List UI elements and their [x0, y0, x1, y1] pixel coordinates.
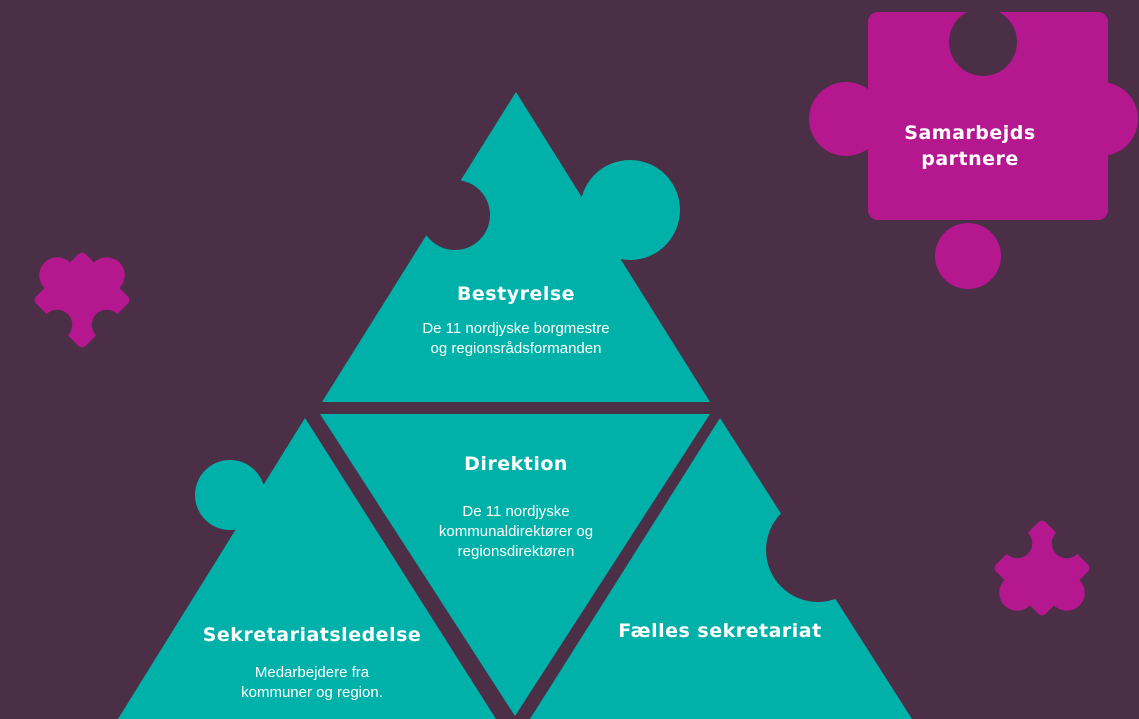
partner-line-1: Samarbejds [904, 122, 1036, 144]
direktion-description: De 11 nordjyske kommunaldirektører og re… [391, 502, 641, 562]
partner-puzzle-piece [809, 8, 1138, 289]
bestyrelse-line-2: og regionsrådsformanden [430, 340, 602, 357]
direktion-line-2: kommunaldirektører og [438, 523, 594, 540]
direktion-title: Direktion [464, 453, 568, 475]
sekretariatsledelse-line-1: Medarbejdere fra [254, 664, 370, 681]
partner-line-2: partnere [921, 148, 1019, 170]
right-puzzle-piece [530, 418, 912, 719]
middle-puzzle-piece [320, 414, 710, 716]
puzzle-piece-icon [34, 252, 130, 348]
sekretariatsledelse-line-2: kommuner og region. [241, 684, 383, 701]
puzzle-piece-icon [994, 520, 1090, 616]
faelles-sekretariat-title: Fælles sekretariat [618, 620, 822, 642]
direktion-line-3: regionsdirektøren [457, 543, 575, 560]
partner-label: Samarbejds partnere [880, 120, 1060, 172]
top-puzzle-piece [322, 92, 710, 402]
bestyrelse-line-1: De 11 nordjyske borgmestre [422, 320, 610, 337]
left-puzzle-piece [118, 418, 496, 719]
direktion-line-1: De 11 nordjyske [462, 503, 570, 520]
bestyrelse-title: Bestyrelse [456, 283, 576, 305]
bestyrelse-description: De 11 nordjyske borgmestre og regionsråd… [386, 319, 646, 359]
sekretariatsledelse-description: Medarbejdere fra kommuner og region. [187, 663, 437, 703]
sekretariatsledelse-title: Sekretariatsledelse [202, 624, 422, 646]
